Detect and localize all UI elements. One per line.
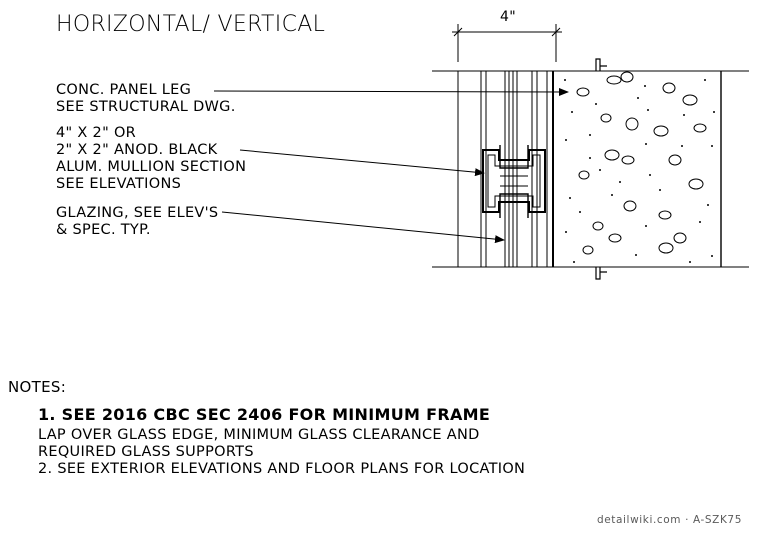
note-1-line2: LAP OVER GLASS EDGE, MINIMUM GLASS CLEAR… [38, 427, 480, 443]
callout-mullion-line1: 4" X 2" OR [56, 125, 137, 141]
dimension-4in [452, 24, 562, 62]
callout-mullion-line2: 2" X 2" ANOD. BLACK [56, 142, 218, 158]
callout-panel-leg-line2: SEE STRUCTURAL DWG. [56, 99, 236, 115]
callout-panel-leg-line1: CONC. PANEL LEG [56, 82, 192, 98]
notes-heading: NOTES: [8, 378, 67, 396]
leader-lines [213, 87, 569, 244]
watermark: detailwiki.com · A-SZK75 [596, 514, 742, 526]
leader-glazing [221, 211, 505, 244]
callout-glazing-line1: GLAZING, SEE ELEV'S [56, 205, 219, 221]
glazing-lines [457, 71, 548, 267]
dimension-label: 4" [500, 9, 516, 25]
callout-mullion-line4: SEE ELEVATIONS [56, 176, 182, 192]
extent-lines [432, 70, 749, 268]
callout-glazing-line2: & SPEC. TYP. [56, 222, 151, 238]
leader-mullion [239, 149, 485, 177]
callout-mullion-line3: ALUM. MULLION SECTION [56, 159, 247, 175]
note-1-line3: REQUIRED GLASS SUPPORTS [38, 444, 254, 460]
note-2: 2. SEE EXTERIOR ELEVATIONS AND FLOOR PLA… [38, 461, 526, 477]
detail-title: HORIZONTAL/ VERTICAL [56, 12, 326, 37]
leader-panel-leg [213, 87, 569, 96]
concrete-panel [552, 58, 722, 280]
concrete-aggregate [576, 71, 707, 255]
note-1-title: 1. SEE 2016 CBC SEC 2406 FOR MINIMUM FRA… [38, 405, 491, 424]
mullion-section [482, 145, 546, 218]
concrete-stipple [564, 79, 715, 263]
